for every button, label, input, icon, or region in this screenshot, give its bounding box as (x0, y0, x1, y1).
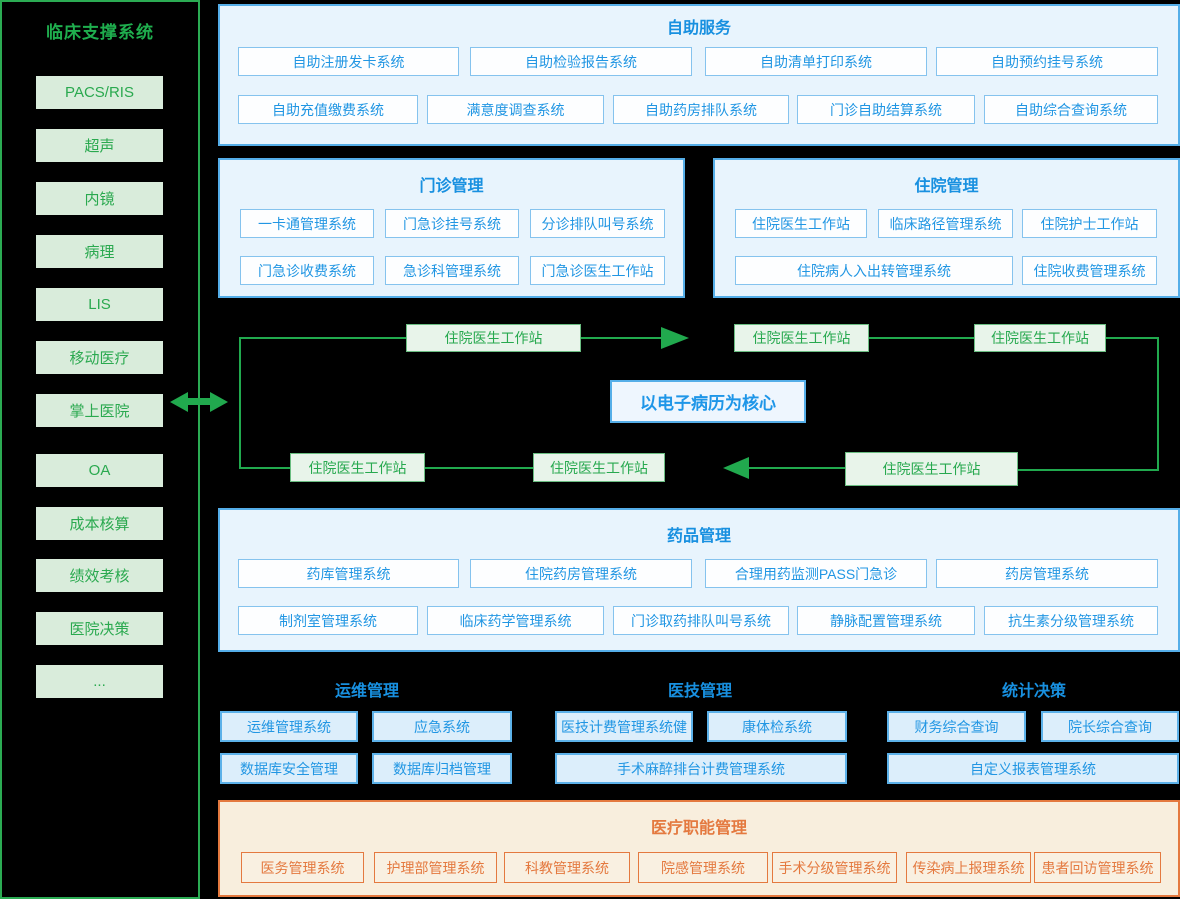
system-node: 手术麻醉排台计费管理系统 (555, 753, 847, 784)
system-node: 院长综合查询 (1041, 711, 1179, 742)
sidebar-item-cost-accounting: 成本核算 (36, 507, 163, 540)
system-node: 自助充值缴费系统 (238, 95, 418, 124)
system-node: 临床药学管理系统 (427, 606, 604, 635)
sidebar-item-ultrasound: 超声 (36, 129, 163, 162)
system-node: 数据库归档管理 (372, 753, 512, 784)
medical-tech-title: 医技管理 (667, 683, 732, 700)
system-node: 自定义报表管理系统 (887, 753, 1179, 784)
system-node: 满意度调查系统 (427, 95, 604, 124)
system-node: 门诊取药排队叫号系统 (613, 606, 789, 635)
system-node: 运维管理系统 (220, 711, 358, 742)
statistics-title: 统计决策 (1001, 683, 1066, 700)
system-node: 医技计费管理系统健 (555, 711, 693, 742)
workstation-node: 住院医生工作站 (734, 324, 869, 352)
system-node: 院感管理系统 (638, 852, 768, 883)
workstation-node: 住院医生工作站 (845, 452, 1018, 486)
inpatient-title: 住院管理 (914, 178, 979, 195)
sidebar-item-pacs-ris: PACS/RIS (36, 76, 163, 109)
double-arrow-icon (170, 392, 188, 412)
sidebar-item-pathology: 病理 (36, 235, 163, 268)
system-node: 康体检系统 (707, 711, 847, 742)
connector-line (1106, 337, 1159, 339)
sidebar-item-mobile-medical: 移动医疗 (36, 341, 163, 374)
system-node: 自助综合查询系统 (984, 95, 1158, 124)
system-node: 传染病上报理系统 (906, 852, 1031, 883)
sidebar-item-mobile-hospital: 掌上医院 (36, 394, 163, 427)
clinical-support-title: 临床支撑系统 (46, 23, 154, 42)
system-node: 科教管理系统 (504, 852, 630, 883)
system-node: 临床路径管理系统 (878, 209, 1013, 238)
system-node: 自助注册发卡系统 (238, 47, 459, 76)
connector-line (239, 337, 406, 339)
arrow-right-icon (661, 327, 689, 349)
connector-line (1018, 469, 1159, 471)
system-node: 抗生素分级管理系统 (984, 606, 1158, 635)
system-node: 药房管理系统 (936, 559, 1158, 588)
connector-line (239, 337, 241, 469)
pharmacy-title: 药品管理 (666, 528, 731, 545)
system-node: 患者回访管理系统 (1034, 852, 1161, 883)
system-node: 自助清单打印系统 (705, 47, 927, 76)
connector-line (425, 467, 533, 469)
connector-line (581, 337, 661, 339)
workstation-node: 住院医生工作站 (533, 453, 665, 482)
system-node: 分诊排队叫号系统 (530, 209, 665, 238)
double-arrow-shaft (186, 398, 212, 405)
system-node: 制剂室管理系统 (238, 606, 418, 635)
clinical-support-panel: 临床支撑系统 PACS/RIS 超声 内镜 病理 LIS 移动医疗 掌上医院 O… (0, 0, 200, 899)
system-node: 门诊自助结算系统 (797, 95, 975, 124)
sidebar-item-more: ... (36, 665, 163, 698)
system-node: 急诊科管理系统 (385, 256, 519, 285)
system-node: 住院药房管理系统 (470, 559, 692, 588)
system-node: 静脉配置管理系统 (797, 606, 975, 635)
system-node: 住院收费管理系统 (1022, 256, 1157, 285)
system-node: 数据库安全管理 (220, 753, 358, 784)
system-node: 住院护士工作站 (1022, 209, 1157, 238)
workstation-node: 住院医生工作站 (974, 324, 1106, 352)
double-arrow-icon (210, 392, 228, 412)
system-node: 自助药房排队系统 (613, 95, 789, 124)
system-node: 应急系统 (372, 711, 512, 742)
sidebar-item-decision: 医院决策 (36, 612, 163, 645)
system-node: 一卡通管理系统 (240, 209, 374, 238)
system-node: 合理用药监测PASS门急诊 (705, 559, 927, 588)
outpatient-title: 门诊管理 (419, 178, 484, 195)
system-node: 自助检验报告系统 (470, 47, 692, 76)
system-node: 财务综合查询 (887, 711, 1026, 742)
system-node: 门急诊医生工作站 (530, 256, 665, 285)
inpatient-panel: 住院管理 住院医生工作站 临床路径管理系统 住院护士工作站 住院病人入出转管理系… (713, 158, 1180, 298)
pharmacy-panel: 药品管理 药库管理系统 住院药房管理系统 合理用药监测PASS门急诊 药房管理系… (218, 508, 1180, 652)
connector-line (749, 467, 845, 469)
operations-title: 运维管理 (334, 683, 399, 700)
medical-admin-panel: 医疗职能管理 医务管理系统 护理部管理系统 科教管理系统 院感管理系统 手术分级… (218, 800, 1180, 897)
workstation-node: 住院医生工作站 (290, 453, 425, 482)
self-service-panel: 自助服务 自助注册发卡系统 自助检验报告系统 自助清单打印系统 自助预约挂号系统… (218, 4, 1180, 146)
sidebar-item-lis: LIS (36, 288, 163, 321)
system-node: 手术分级管理系统 (772, 852, 897, 883)
system-node: 住院病人入出转管理系统 (735, 256, 1013, 285)
system-node: 医务管理系统 (241, 852, 364, 883)
connector-line (1157, 337, 1159, 471)
workstation-node: 住院医生工作站 (406, 324, 581, 352)
sidebar-item-endoscopy: 内镜 (36, 182, 163, 215)
system-node: 药库管理系统 (238, 559, 459, 588)
connector-line (869, 337, 974, 339)
system-node: 门急诊收费系统 (240, 256, 374, 285)
system-node: 自助预约挂号系统 (936, 47, 1158, 76)
system-node: 住院医生工作站 (735, 209, 867, 238)
medical-admin-title: 医疗职能管理 (650, 820, 747, 837)
arrow-left-icon (723, 457, 749, 479)
system-node: 门急诊挂号系统 (385, 209, 519, 238)
system-node: 护理部管理系统 (374, 852, 497, 883)
sidebar-item-oa: OA (36, 454, 163, 487)
connector-line (239, 467, 290, 469)
self-service-title: 自助服务 (666, 20, 731, 37)
emr-core-node: 以电子病历为核心 (610, 380, 806, 423)
sidebar-item-performance: 绩效考核 (36, 559, 163, 592)
outpatient-panel: 门诊管理 一卡通管理系统 门急诊挂号系统 分诊排队叫号系统 门急诊收费系统 急诊… (218, 158, 685, 298)
